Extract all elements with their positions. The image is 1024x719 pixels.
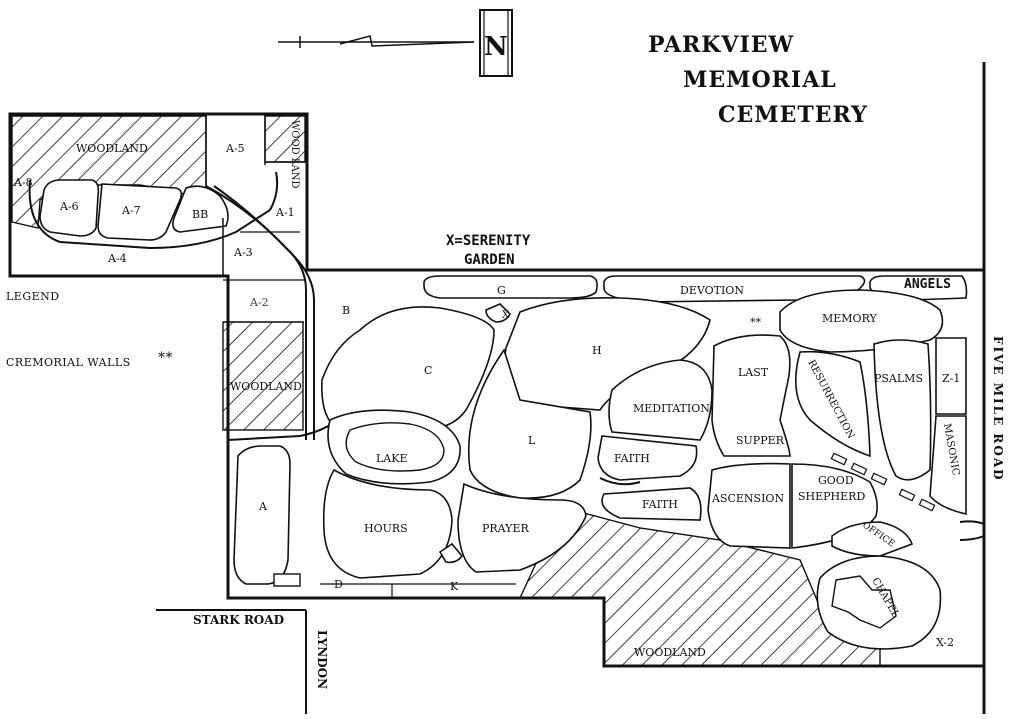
label-l: L	[528, 434, 536, 447]
label-a7: A-7	[121, 204, 141, 217]
label-walls-marker: **	[750, 316, 762, 329]
label-memory: MEMORY	[822, 312, 878, 325]
west-strip	[223, 279, 351, 587]
label-angels: ANGELS	[904, 277, 951, 292]
section-prayer-shape	[457, 482, 587, 573]
section-office-shape	[831, 521, 914, 557]
title-line-2: MEMORIAL	[683, 67, 837, 93]
serenity-line-1: X=SERENITY	[446, 233, 531, 249]
title-line-1: PARKVIEW	[648, 32, 794, 58]
label-faith-upper: FAITH	[614, 452, 650, 465]
woodland-west-area	[222, 321, 304, 431]
lake-water-outline	[345, 422, 445, 472]
section-c-shape	[321, 306, 495, 431]
chapel-building	[831, 575, 897, 629]
legend: LEGEND CREMORIAL WALLS **	[6, 290, 173, 369]
stark-road-label: STARK ROAD	[193, 613, 284, 627]
label-psalms: PSALMS	[874, 372, 923, 385]
legend-item-label: CREMORIAL WALLS	[6, 356, 131, 369]
cemetery-boundary	[8, 112, 986, 668]
label-b: B	[342, 304, 350, 317]
map-title: PARKVIEW MEMORIAL CEMETERY	[648, 32, 868, 128]
small-marker-rect	[273, 573, 301, 587]
lyndon-road-label: LYNDON	[315, 630, 329, 689]
label-lake: LAKE	[376, 452, 408, 465]
label-woodland-s: WOODLAND	[634, 646, 706, 659]
label-x: X	[502, 310, 510, 321]
label-meditation: MEDITATION	[633, 402, 710, 415]
label-a4: A-4	[107, 252, 127, 265]
road-dashes	[830, 452, 936, 512]
label-d: D	[334, 578, 343, 591]
label-wood-land: WOOD LAND	[289, 120, 300, 189]
label-a3: A-3	[233, 246, 253, 259]
label-a2: A-2	[249, 296, 269, 309]
section-meditation-shape	[608, 359, 713, 441]
label-good: GOOD	[818, 474, 854, 487]
label-h: H	[592, 344, 602, 357]
label-z1: Z-1	[942, 372, 960, 385]
section-faith-upper-shape	[597, 435, 698, 481]
woodland-areas	[11, 115, 881, 667]
label-k: K	[450, 580, 459, 593]
section-masonic-shape	[929, 415, 967, 516]
label-woodland-nw: WOODLAND	[76, 142, 148, 155]
section-a7-shape	[97, 183, 183, 241]
serenity-line-2: GARDEN	[464, 252, 515, 268]
label-c: C	[424, 364, 432, 377]
section-psalms-shape	[873, 339, 932, 481]
section-a-shape	[233, 445, 291, 585]
label-woodland-w: WOODLAND	[230, 380, 302, 393]
north-label: N	[484, 32, 508, 62]
label-a6: A-6	[59, 200, 79, 213]
label-hours: HOURS	[364, 522, 408, 535]
section-faith-lower-shape	[601, 487, 702, 521]
label-ascension: ASCENSION	[711, 492, 784, 505]
section-z1-shape	[935, 337, 967, 415]
label-a: A	[258, 500, 268, 513]
main-sections	[320, 275, 985, 650]
label-a1: A-1	[275, 206, 295, 219]
label-x2: X-2	[936, 636, 954, 649]
section-resurrection-shape	[794, 350, 871, 458]
label-prayer: PRAYER	[482, 522, 529, 535]
serenity-note: X=SERENITY GARDEN	[446, 233, 531, 268]
section-g-shape	[423, 275, 598, 299]
section-ascension-shape	[707, 462, 791, 549]
label-faith-lower: FAITH	[642, 498, 678, 511]
section-x-shape	[485, 303, 511, 323]
legend-heading: LEGEND	[6, 290, 60, 303]
label-devotion: DEVOTION	[680, 284, 744, 297]
north-arrow-icon: N	[278, 9, 513, 77]
nw-annex	[28, 114, 315, 440]
section-bb-shape	[172, 185, 229, 233]
section-lake-shape	[327, 409, 461, 485]
section-memory-shape	[779, 289, 944, 353]
small-triangle-marker	[438, 542, 464, 564]
label-last: LAST	[738, 366, 769, 379]
label-g: G	[497, 284, 506, 297]
label-shepherd: SHEPHERD	[798, 490, 865, 503]
section-a6-shape	[39, 179, 100, 237]
label-a8: A-8	[13, 176, 33, 189]
five-mile-road-label: FIVE MILE ROAD	[991, 336, 1005, 482]
label-bb: BB	[192, 208, 208, 221]
legend-item-symbol: **	[158, 350, 173, 366]
label-supper: SUPPER	[736, 434, 785, 447]
title-line-3: CEMETERY	[718, 102, 868, 128]
section-labels: WOODLAND A-5 WOOD LAND A-8 A-6 A-7 BB A-…	[13, 120, 961, 659]
section-last-supper-shape	[711, 334, 791, 457]
label-a5: A-5	[225, 142, 245, 155]
